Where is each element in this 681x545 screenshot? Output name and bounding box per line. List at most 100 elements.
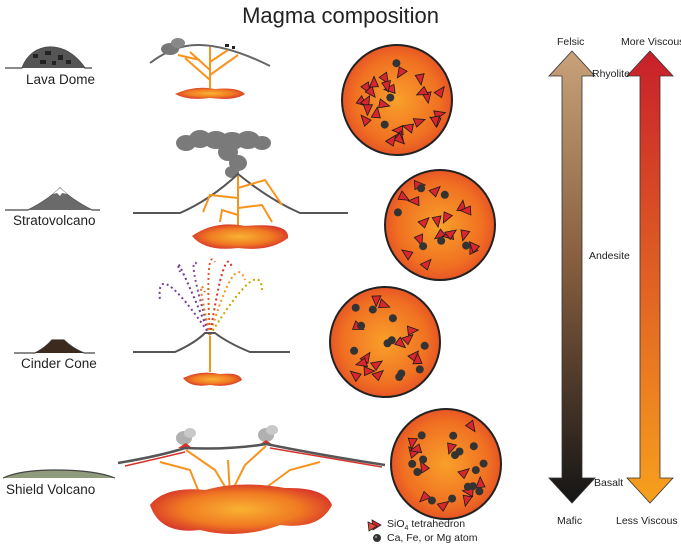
stratovolcano-section [133, 130, 348, 249]
sio4-tetrahedron [419, 460, 431, 474]
label-felsic: Felsic [557, 36, 585, 48]
legend-atom-label: Ca, Fe, or Mg atom [387, 532, 478, 544]
sio4-tetrahedron [413, 233, 424, 247]
metal-atom [419, 242, 428, 251]
sio4-tetrahedron [429, 115, 441, 129]
sio4-tetrahedron [462, 494, 473, 508]
sio4-tetrahedron [428, 185, 441, 198]
sio4-tetrahedron [412, 352, 423, 365]
sio4-tetrahedron [468, 240, 481, 254]
sio4-tetrahedron [414, 73, 425, 86]
metal-atom [462, 241, 471, 250]
sio4-tetrahedron [378, 98, 391, 109]
metal-atom [383, 339, 392, 348]
sio4-tetrahedron [442, 211, 454, 224]
label-andesite: Andesite [589, 250, 630, 262]
metal-atom [357, 321, 366, 330]
magma-circle [341, 44, 453, 156]
sio4-tetrahedron [363, 365, 376, 377]
sio4-tetrahedron [362, 104, 374, 117]
lava-dome-section [149, 38, 271, 99]
sio4-tetrahedron [371, 369, 384, 382]
label-less-viscous: Less Viscous [616, 515, 678, 527]
metal-atom [392, 59, 401, 68]
metal-atom [471, 466, 480, 475]
sio4-tetrahedron [436, 500, 450, 512]
sio4-tetrahedron [417, 216, 430, 229]
metal-atom [449, 431, 458, 440]
metal-atom [415, 365, 424, 374]
sio4-tetrahedron [368, 75, 380, 88]
sio4-tetrahedron [415, 85, 429, 96]
metal-atom [427, 496, 436, 505]
metal-atom [408, 459, 417, 468]
sio4-tetrahedron [349, 370, 362, 383]
sio4-tetrahedron [354, 357, 369, 368]
metal-atom [417, 184, 426, 193]
metal-atom [351, 303, 360, 312]
sio4-tetrahedron [433, 85, 445, 99]
label-rhyolite: Rhyolite [592, 68, 630, 80]
legend-atom-icon [373, 534, 381, 542]
sio4-tetrahedron [360, 114, 372, 128]
label-lava-dome: Lava Dome [26, 72, 96, 87]
shield-volcano-section [117, 425, 386, 534]
page-title: Magma composition [242, 3, 439, 28]
sio4-tetrahedron [419, 490, 432, 503]
metal-atom [469, 482, 477, 491]
metal-atom [380, 120, 389, 129]
sio4-tetrahedron [370, 106, 381, 119]
legend-tetrahedron-icon [367, 519, 382, 532]
sio4-tetrahedron [394, 336, 407, 349]
metal-atom [417, 431, 426, 440]
stratovolcano-icon [5, 187, 100, 211]
sio4-tetrahedron [397, 190, 411, 201]
metal-atom [455, 447, 464, 456]
metal-atom [388, 314, 397, 323]
sio4-tetrahedron [401, 123, 414, 134]
label-cinder-cone: Cinder Cone [21, 356, 97, 371]
sio4-tetrahedron [460, 229, 471, 242]
sio4-tetrahedron [381, 79, 391, 94]
sio4-tetrahedron [407, 196, 420, 207]
shield-volcano-icon [2, 469, 116, 479]
metal-atom [419, 455, 428, 464]
metal-atom [368, 305, 377, 314]
sio4-tetrahedron [412, 118, 426, 128]
sio4-tetrahedron [364, 85, 376, 99]
sio4-tetrahedron [393, 132, 406, 145]
label-basalt: Basalt [594, 477, 624, 489]
metal-atom [479, 459, 488, 468]
sio4-tetrahedron [401, 334, 414, 346]
sio4-tetrahedron [371, 295, 382, 308]
sio4-tetrahedron [406, 325, 420, 336]
metal-atom [413, 468, 422, 476]
sio4-tetrahedron [464, 419, 476, 433]
metal-atom [475, 487, 484, 496]
legend-tetrahedron-label: SiO4 tetrahedron [387, 518, 466, 533]
label-mafic: Mafic [557, 515, 583, 527]
metal-atom [393, 208, 402, 217]
sio4-tetrahedron [457, 468, 471, 480]
viscosity-arrow [626, 50, 674, 504]
sio4-tetrahedron [409, 443, 423, 454]
sio4-tetrahedron [419, 258, 432, 271]
label-stratovolcano: Stratovolcano [13, 213, 96, 228]
metal-atom [395, 373, 404, 381]
sio4-tetrahedron [384, 134, 397, 147]
sio4-tetrahedron [396, 66, 408, 79]
sio4-tetrahedron [369, 360, 384, 372]
sio4-tetrahedron [378, 71, 389, 85]
sio4-tetrahedron [401, 249, 414, 261]
metal-atom [437, 236, 446, 245]
sio4-tetrahedron [475, 475, 486, 489]
sio4-tetrahedron [431, 215, 442, 229]
metal-atom [350, 346, 359, 355]
metal-atom [440, 190, 449, 199]
label-more-viscous: More Viscous [621, 36, 681, 48]
lava-dome-icon [5, 46, 92, 69]
sio4-tetrahedron [407, 437, 418, 450]
cinder-cone-icon [14, 339, 95, 354]
